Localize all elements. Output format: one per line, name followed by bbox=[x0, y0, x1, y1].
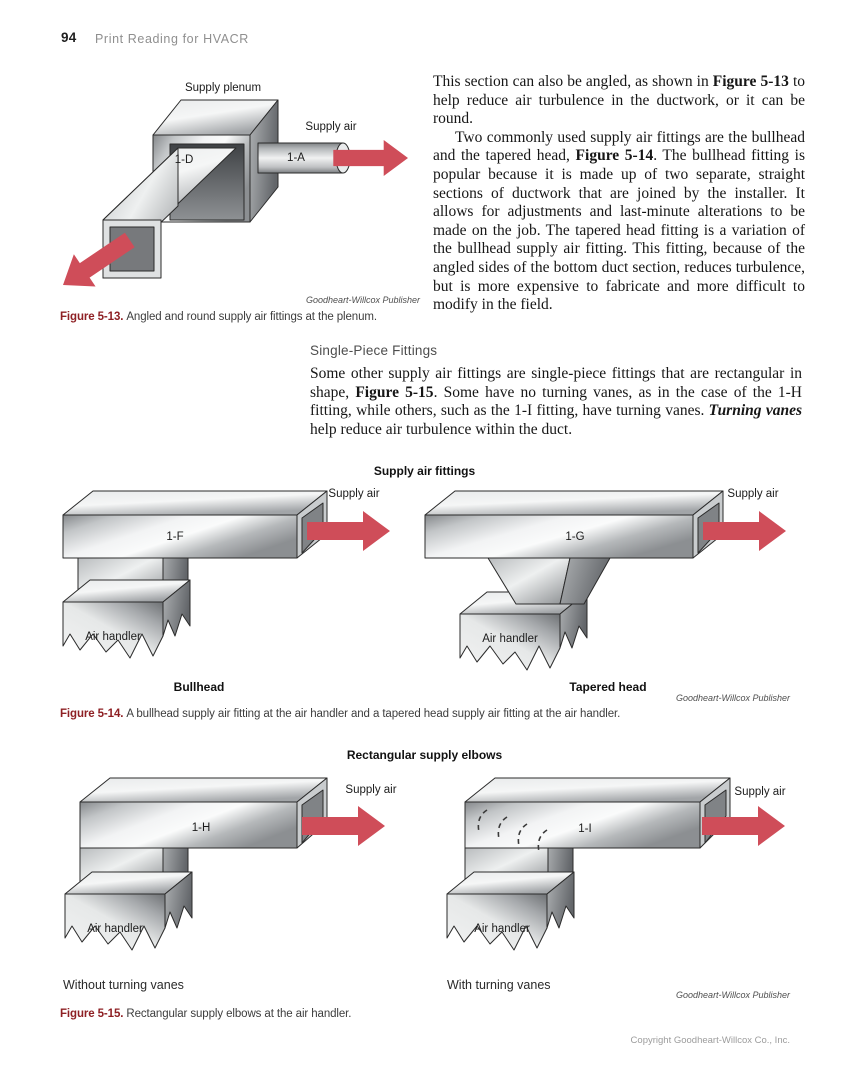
with-turning-vanes-label: With turning vanes bbox=[447, 978, 551, 992]
supply-air-label: Supply air bbox=[727, 488, 779, 500]
running-title: Print Reading for HVACR bbox=[95, 31, 249, 46]
p2-text-2: . The bullhead fitting is popular becaus… bbox=[433, 147, 805, 314]
duct-1a-label: 1-A bbox=[287, 152, 305, 164]
paragraph-2: Two commonly used supply air fittings ar… bbox=[433, 129, 805, 315]
supply-air-label: Supply air bbox=[305, 121, 357, 133]
duct-1h-label: 1-H bbox=[191, 822, 211, 834]
plenum-diagram bbox=[52, 99, 408, 302]
fig15-caption-text: Rectangular supply elbows at the air han… bbox=[126, 1008, 352, 1020]
p1-text-2: to help reduce air turbulence in the duc… bbox=[433, 73, 805, 128]
fig13-reference: Figure 5-13 bbox=[712, 73, 789, 90]
p1-text: This section can also be angled, as show… bbox=[433, 73, 713, 90]
fig13-caption: Figure 5-13.Angled and round supply air … bbox=[60, 311, 432, 323]
figure-5-13: Supply plenum Supply air 1-D 1-A bbox=[52, 78, 425, 323]
fig15-caption: Figure 5-15.Rectangular supply elbows at… bbox=[60, 1008, 810, 1020]
sec-text-2: . Some have no turning vanes, as in the … bbox=[310, 383, 802, 420]
supply-plenum-label: Supply plenum bbox=[184, 82, 262, 94]
fig14-caption: Figure 5-14.A bullhead supply air fittin… bbox=[60, 708, 810, 720]
single-piece-fittings-section: Single-Piece Fittings Some other supply … bbox=[310, 343, 802, 439]
tapered-head-label: Tapered head bbox=[569, 680, 647, 694]
fig15-title: Rectangular supply elbows bbox=[346, 748, 503, 762]
without-turning-vanes-label: Without turning vanes bbox=[63, 978, 184, 992]
duct-1f-label: 1-F bbox=[166, 531, 184, 543]
fig15-caption-number: Figure 5-15. bbox=[60, 1008, 124, 1020]
duct-1i-label: 1-I bbox=[578, 823, 592, 835]
copyright-notice: Copyright Goodheart-Willcox Co., Inc. bbox=[630, 1035, 790, 1046]
air-handler-label: Air handler bbox=[482, 633, 538, 645]
air-handler-label: Air handler bbox=[85, 631, 141, 643]
page-number: 94 bbox=[61, 30, 77, 45]
fig13-caption-number: Figure 5-13. bbox=[60, 311, 124, 323]
paragraph-1: This section can also be angled, as show… bbox=[433, 73, 805, 129]
duct-1d-label: 1-D bbox=[174, 154, 194, 166]
fig15-elbow-with-vanes: Supply air 1-I Air handler bbox=[445, 770, 849, 1000]
fig15-credit: Goodheart-Willcox Publisher bbox=[676, 990, 790, 1000]
turning-vanes bbox=[477, 809, 548, 853]
duct-1g-label: 1-G bbox=[565, 531, 585, 543]
elbow-1i-diagram bbox=[446, 777, 785, 951]
fig14-tapered-head: Supply air 1-G Air handler Tapered head bbox=[420, 478, 840, 703]
bullhead-label: Bullhead bbox=[173, 680, 225, 694]
fig14-bullhead: Supply air 1-F Air handler Bullhead bbox=[60, 478, 460, 703]
fig13-caption-text: Angled and round supply air fittings at … bbox=[126, 311, 377, 323]
fig14-credit: Goodheart-Willcox Publisher bbox=[676, 693, 790, 703]
fig14-caption-text: A bullhead supply air fitting at the air… bbox=[126, 708, 621, 720]
elbow-1h-diagram bbox=[64, 777, 385, 951]
supply-air-label: Supply air bbox=[328, 488, 380, 500]
supply-air-label: Supply air bbox=[734, 786, 786, 798]
tapered-head-diagram bbox=[424, 490, 786, 671]
turning-vanes-term: Turning vanes bbox=[708, 402, 802, 420]
section-paragraph: Some other supply air fittings are singl… bbox=[310, 365, 802, 439]
section-heading: Single-Piece Fittings bbox=[310, 343, 438, 358]
supply-air-label: Supply air bbox=[345, 784, 397, 796]
sec-text-3: help reduce air turbulence within the du… bbox=[310, 420, 573, 438]
fig13-credit: Goodheart-Willcox Publisher bbox=[306, 295, 420, 305]
fig14-title: Supply air fittings bbox=[373, 464, 476, 478]
fig14-reference: Figure 5-14 bbox=[575, 147, 654, 165]
fig15-reference: Figure 5-15 bbox=[355, 383, 434, 401]
p2-text: Two commonly used supply air fittings ar… bbox=[433, 128, 805, 165]
bullhead-diagram bbox=[62, 490, 390, 659]
fig15-elbow-no-vanes: Supply air 1-H Air handler bbox=[60, 770, 460, 1000]
air-handler-label: Air handler bbox=[87, 923, 143, 935]
air-handler-label: Air handler bbox=[474, 923, 530, 935]
body-column: This section can also be angled, as show… bbox=[433, 73, 805, 315]
fig14-caption-number: Figure 5-14. bbox=[60, 708, 124, 720]
sec-text: Some other supply air fittings are singl… bbox=[310, 365, 802, 401]
